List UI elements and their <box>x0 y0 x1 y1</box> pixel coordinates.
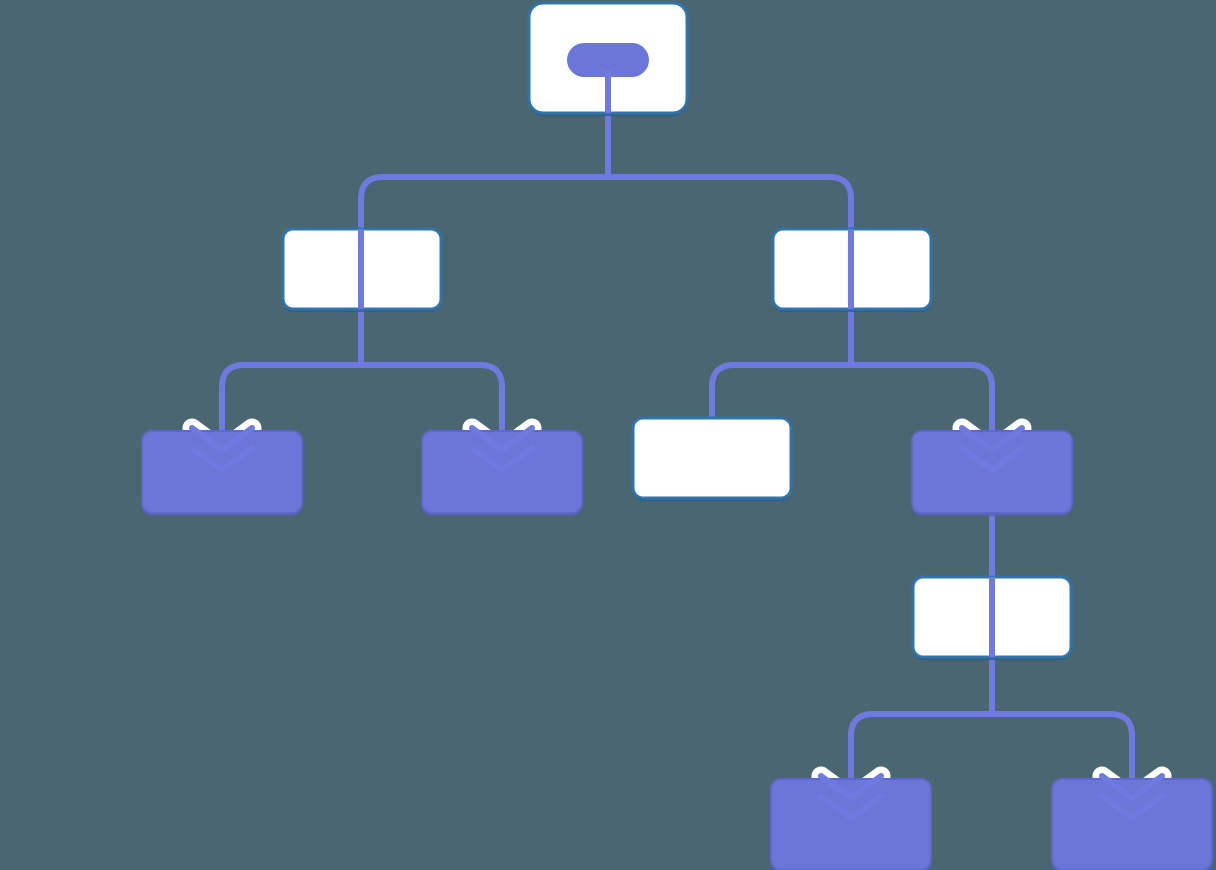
leaf-node-d[interactable] <box>1051 778 1213 870</box>
node-layer <box>141 1 1213 870</box>
root-node[interactable] <box>527 1 689 116</box>
edge-bus-level1 <box>358 174 608 309</box>
edge-to-leaf-b <box>361 362 505 431</box>
edge-to-branch-lower <box>851 362 995 431</box>
edge-bus-level1-right <box>608 174 854 309</box>
leaf-node-c[interactable] <box>770 778 932 870</box>
arrowhead-leaf-d <box>1099 773 1165 821</box>
edge-to-leaf-c <box>848 711 992 779</box>
edge-overlay-layer <box>358 70 995 657</box>
branch-node-lower[interactable] <box>911 430 1073 516</box>
leaf-node-b[interactable] <box>421 430 583 516</box>
arrowhead-leaf-b <box>469 425 535 473</box>
leaf-node-d-body[interactable] <box>1051 778 1213 870</box>
edge-to-terminal-white <box>709 362 851 418</box>
leaf-node-a[interactable] <box>141 430 303 516</box>
arrowhead-branch-lower <box>959 425 1025 473</box>
edge-layer <box>219 60 1135 779</box>
arrowhead-leaf-a <box>189 425 255 473</box>
edge-to-leaf-a <box>219 362 361 431</box>
arrowhead-layer <box>189 425 1165 821</box>
edge-to-leaf-d <box>992 711 1135 779</box>
leaf-node-c-body[interactable] <box>770 778 932 870</box>
arrowhead-leaf-c <box>818 773 884 821</box>
terminal-node-white-body[interactable] <box>631 416 793 500</box>
root-node-pill-icon <box>567 43 649 77</box>
terminal-node-white[interactable] <box>631 416 793 501</box>
